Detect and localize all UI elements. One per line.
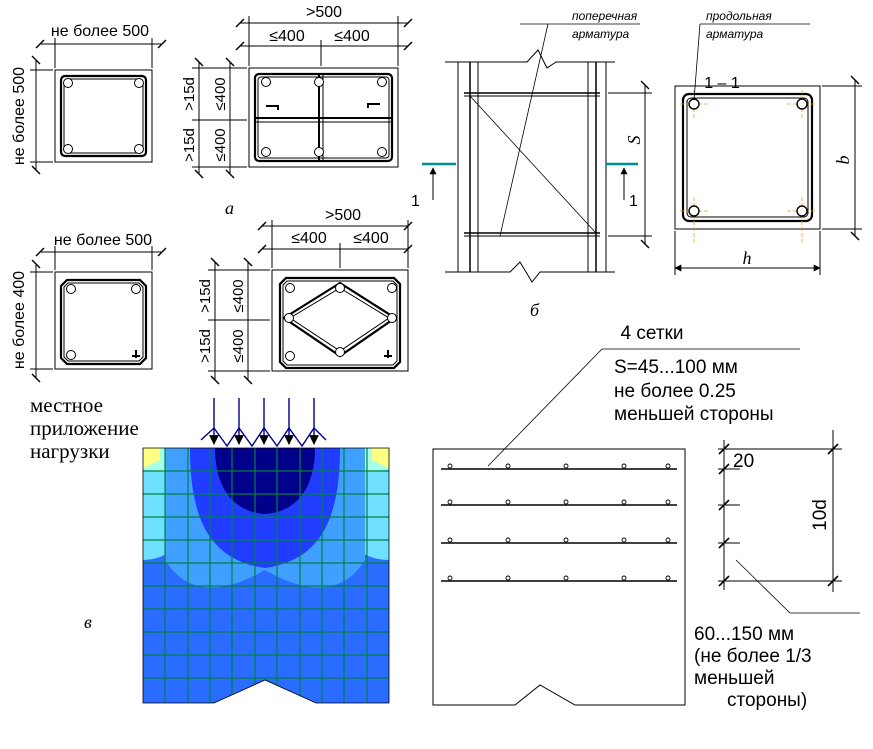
cell-size-2: (не более 1/3: [694, 646, 812, 667]
dim-span-400-c: ≤400: [291, 230, 327, 247]
load-label-3: нагрузки: [30, 439, 110, 463]
dim-15d-c: >15d: [197, 279, 214, 313]
caption-v: в: [84, 612, 92, 632]
dim-400-v-b: ≤400: [212, 128, 229, 161]
dim-400-v-c: ≤400: [230, 279, 247, 312]
dim-height-500: не более 500: [11, 67, 28, 165]
dim-width-500: не более 500: [51, 23, 149, 40]
mesh-spacing: S=45...100 мм: [614, 357, 738, 378]
dim-15d-a: >15d: [181, 77, 198, 111]
dim-400-v-a: ≤400: [212, 77, 229, 110]
dim-span-400-d: ≤400: [353, 230, 389, 247]
column-500x500: не более 500 не более 500: [11, 23, 167, 175]
load-label-2: приложение: [30, 416, 139, 440]
section-1-1: 1 – 1 продольная арматура b h: [674, 9, 862, 275]
dim-b: b: [833, 156, 853, 165]
dim-h: h: [743, 248, 752, 268]
caption-b: б: [530, 300, 540, 320]
mesh-limit-1: не более 0.25: [614, 381, 736, 402]
column-elevation: поперечная арматура S 1 1: [411, 9, 652, 283]
mesh-count: 4 сетки: [621, 323, 684, 344]
dim-15d-b: >15d: [181, 128, 198, 162]
column-over-500: >500 ≤400 ≤400 >15d ≤400 >15d ≤400: [181, 4, 413, 179]
cell-size-4: стороны): [727, 690, 807, 711]
section-title: 1 – 1: [704, 75, 740, 92]
dim-20: 20: [733, 451, 754, 472]
dim-span-400-b: ≤400: [334, 28, 370, 45]
label-transverse-1: поперечная: [572, 9, 638, 23]
dim-total-500-b: >500: [325, 207, 361, 224]
mesh-limit-2: меньшей стороны: [614, 404, 774, 425]
caption-a: а: [225, 198, 234, 218]
load-label-1: местное: [30, 393, 103, 417]
dim-span-400-a: ≤400: [269, 28, 305, 45]
dim-height-400: не более 400: [11, 271, 28, 369]
dim-width-500-b: не более 500: [54, 232, 152, 249]
dim-10d: 10d: [810, 499, 831, 531]
stress-field: местное приложение нагрузки: [30, 393, 390, 704]
mesh-detail: 4 сетки S=45...100 мм не более 0.25 мень…: [432, 323, 860, 711]
cut-label-left: 1: [411, 193, 420, 210]
column-rhomb-ties: >500 ≤400 ≤400 >15d ≤400 >15d ≤400: [197, 207, 413, 385]
cell-size-1: 60...150 мм: [694, 624, 794, 645]
dim-s: S: [624, 136, 644, 145]
label-longitudinal-1: продольная: [706, 9, 772, 23]
label-transverse-2: арматура: [572, 27, 630, 41]
dim-15d-d: >15d: [197, 329, 214, 363]
dim-total-500: >500: [306, 4, 342, 21]
label-longitudinal-2: арматура: [706, 27, 764, 41]
cut-label-right: 1: [629, 193, 638, 210]
dim-400-v-d: ≤400: [230, 329, 247, 362]
cell-size-3: меньшей: [694, 668, 774, 689]
column-500x400: не более 500 не более 400: [11, 232, 167, 383]
